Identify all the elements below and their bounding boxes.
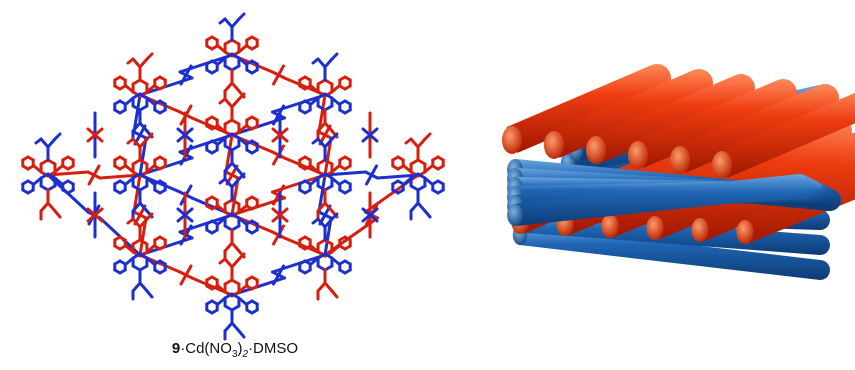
caption-formula-a: ·Cd(NO	[180, 340, 232, 357]
caption-subscript-3: 3	[231, 349, 238, 360]
caption-formula-b: ·DMSO	[248, 340, 299, 357]
figure-caption: 9·Cd(NO3)2·DMSO	[0, 340, 470, 360]
caption-subscript-2: 2	[242, 349, 249, 360]
compound-number: 9	[171, 340, 181, 357]
caption-paren: )	[237, 340, 243, 357]
stacked-rod-layers-icon	[501, 63, 855, 280]
crystal-packing-network-icon	[21, 12, 445, 341]
